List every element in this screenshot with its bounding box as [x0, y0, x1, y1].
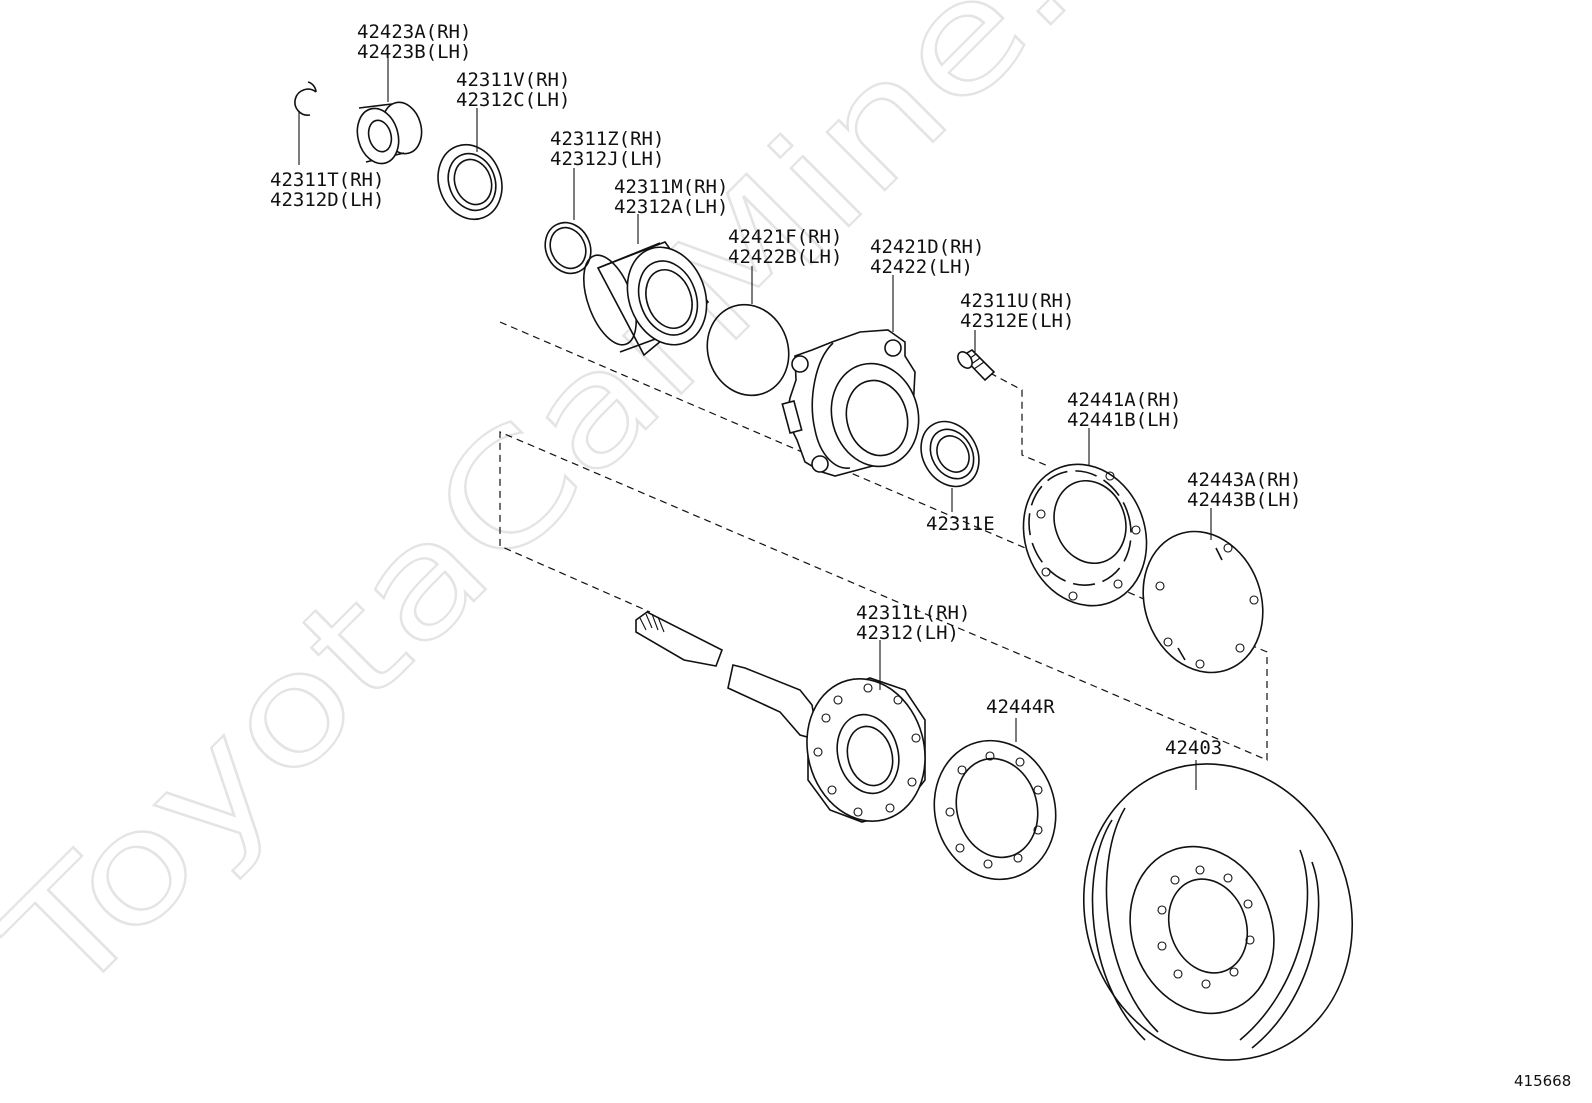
label-backing-plate-1-lh[interactable]: 42441B(LH)	[1067, 409, 1181, 431]
gasket-holes	[945, 751, 1043, 869]
label-bearing-housing-lh[interactable]: 42422(LH)	[870, 256, 973, 278]
label-ring-rh[interactable]: 42311Z(RH)	[550, 128, 664, 150]
shaft-bolt-holes	[813, 683, 921, 817]
label-o-ring-lh[interactable]: 42422B(LH)	[728, 246, 842, 268]
label-hub-bolt-rh[interactable]: 42311U(RH)	[960, 290, 1074, 312]
snap-ring-icon[interactable]	[294, 81, 317, 165]
oil-seal-inner-icon[interactable]	[910, 411, 991, 512]
label-backing-plate-1-rh[interactable]: 42441A(RH)	[1067, 389, 1181, 411]
label-axle-shaft-rh[interactable]: 42311L(RH)	[856, 602, 970, 624]
label-backing-plate-2-rh[interactable]: 42443A(RH)	[1187, 469, 1301, 491]
label-gasket[interactable]: 42444R	[986, 696, 1055, 718]
axle-shaft-icon[interactable]	[635, 611, 941, 835]
label-hub-bolt-lh[interactable]: 42312E(LH)	[960, 310, 1074, 332]
bolt-dashed-link	[989, 372, 1049, 467]
diagram-id: 415668	[1514, 1072, 1571, 1090]
label-o-ring-rh[interactable]: 42421F(RH)	[728, 226, 842, 248]
hub-bolt-icon[interactable]	[955, 330, 996, 382]
label-ring-lh[interactable]: 42312J(LH)	[550, 148, 664, 170]
label-oil-seal-outer-rh[interactable]: 42311V(RH)	[456, 69, 570, 91]
backing-plate-1-icon[interactable]	[1004, 428, 1166, 623]
brake-drum-icon[interactable]	[1043, 726, 1394, 1098]
label-bearing-spacer-rh[interactable]: 42423A(RH)	[357, 21, 471, 43]
label-backing-plate-2-lh[interactable]: 42443B(LH)	[1187, 489, 1301, 511]
gasket-icon[interactable]	[919, 718, 1071, 893]
label-bearing-lh[interactable]: 42312A(LH)	[614, 196, 728, 218]
label-oil-seal-outer-lh[interactable]: 42312C(LH)	[456, 89, 570, 111]
label-bearing-housing-rh[interactable]: 42421D(RH)	[870, 236, 984, 258]
label-snap-ring-rh[interactable]: 42311T(RH)	[270, 169, 384, 191]
part-labels: 42423A(RH) 42423B(LH) 42311V(RH) 42312C(…	[270, 21, 1301, 759]
label-oil-seal-inner[interactable]: 42311E	[926, 513, 995, 535]
plate2-holes	[1155, 543, 1259, 669]
label-brake-drum[interactable]: 42403	[1165, 737, 1222, 759]
oil-seal-outer-icon[interactable]	[428, 108, 512, 228]
plate-holes	[1036, 471, 1141, 601]
assembly-bracket	[499, 321, 1268, 761]
bearing-housing-icon[interactable]	[781, 275, 930, 477]
label-bearing-spacer-lh[interactable]: 42423B(LH)	[357, 41, 471, 63]
backing-plate-2-icon[interactable]	[1124, 508, 1282, 689]
bearing-icon[interactable]	[573, 214, 720, 357]
drum-holes	[1157, 865, 1255, 989]
bearing-spacer-icon[interactable]	[351, 56, 427, 168]
o-ring-icon[interactable]	[695, 266, 802, 407]
ring-icon[interactable]	[537, 168, 599, 281]
label-bearing-rh[interactable]: 42311M(RH)	[614, 176, 728, 198]
label-snap-ring-lh[interactable]: 42312D(LH)	[270, 189, 384, 211]
label-axle-shaft-lh[interactable]: 42312(LH)	[856, 622, 959, 644]
